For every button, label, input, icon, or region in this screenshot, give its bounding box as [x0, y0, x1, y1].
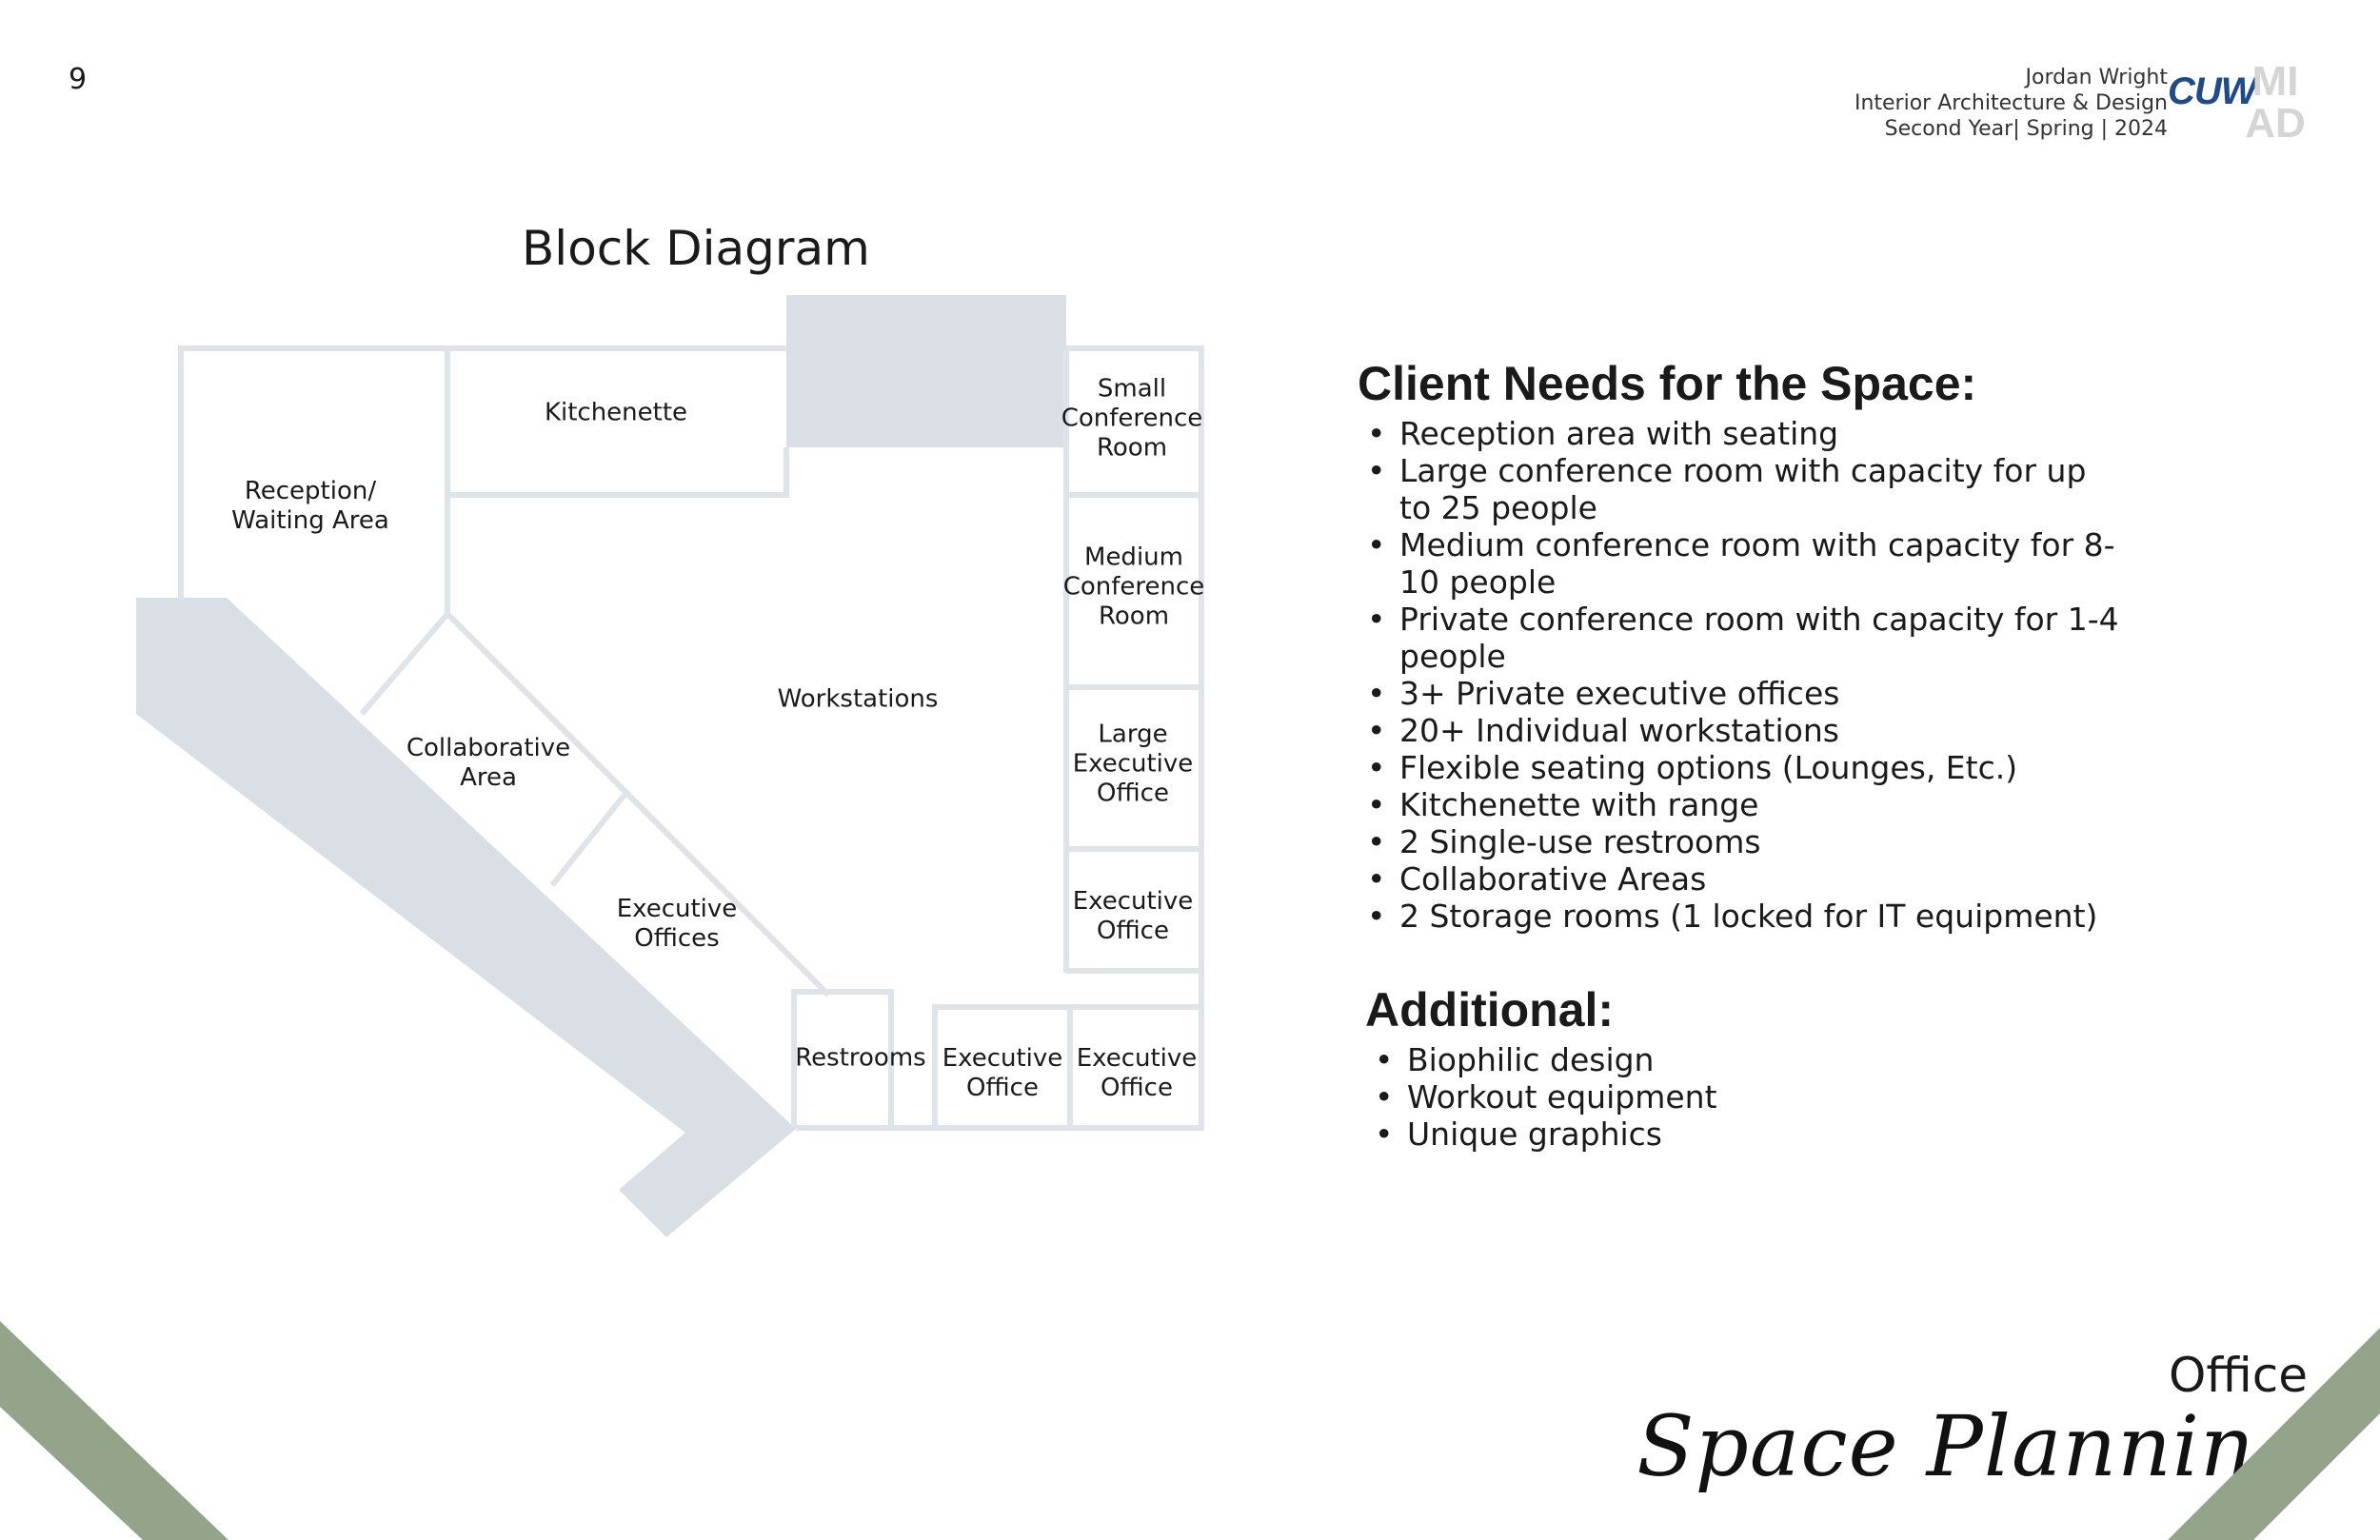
author-program: Interior Architecture & Design: [1854, 91, 2168, 115]
room-workstations: Workstations: [777, 684, 939, 714]
client-need-item: Large conference room with capacity for …: [1358, 452, 2119, 526]
client-need-item: 20+ Individual workstations: [1358, 712, 2119, 749]
diagram-shaded-corridor: [136, 598, 796, 1237]
client-needs-heading: Client Needs for the Space:: [1358, 357, 1977, 410]
footer-title: Space Planning: [1636, 1397, 2310, 1495]
client-need-item: Collaborative Areas: [1358, 860, 2119, 898]
client-need-item: Private conference room with capacity fo…: [1358, 601, 2119, 675]
author-term: Second Year| Spring | 2024: [1884, 117, 2168, 141]
client-needs-section: Client Needs for the Space: Reception ar…: [1358, 354, 2119, 935]
corner-stripe-left: [0, 1321, 228, 1540]
diagram-shaded-top: [786, 295, 1066, 447]
miad-logo-top: MI: [2251, 58, 2299, 105]
client-need-item: Reception area with seating: [1358, 415, 2119, 452]
client-need-item: Medium conference room with capacity for…: [1358, 526, 2119, 601]
miad-logo: MI AD: [2237, 61, 2313, 145]
corner-stripe-right: [2168, 1328, 2380, 1540]
client-needs-list: Reception area with seatingLarge confere…: [1358, 415, 2119, 935]
page-number: 9: [69, 63, 88, 96]
cuw-logo: CUW: [2168, 70, 2257, 112]
additional-section: Additional: Biophilic designWorkout equi…: [1365, 980, 2127, 1153]
client-need-item: Kitchenette with range: [1358, 786, 2119, 823]
additional-heading: Additional:: [1365, 983, 1615, 1037]
client-need-item: 2 Single-use restrooms: [1358, 823, 2119, 860]
additional-item: Biophilic design: [1365, 1041, 2127, 1078]
room-kitchenette: Kitchenette: [544, 398, 688, 427]
additional-item: Unique graphics: [1365, 1116, 2127, 1153]
client-need-item: 2 Storage rooms (1 locked for IT equipme…: [1358, 898, 2119, 935]
footer-subtitle: Office: [2169, 1348, 2308, 1403]
author-block: Jordan Wright Interior Architecture & De…: [1854, 65, 2168, 142]
room-restrooms: Restrooms: [795, 1043, 926, 1073]
diagram-title: Block Diagram: [522, 221, 870, 276]
author-name: Jordan Wright: [2025, 66, 2168, 89]
client-need-item: Flexible seating options (Lounges, Etc.): [1358, 749, 2119, 786]
additional-item: Workout equipment: [1365, 1078, 2127, 1116]
miad-logo-bottom: AD: [2245, 100, 2306, 147]
diagram-walls: [178, 346, 1204, 1131]
room-reception: Reception/Waiting Area: [231, 477, 389, 535]
additional-list: Biophilic designWorkout equipmentUnique …: [1365, 1041, 2127, 1153]
client-need-item: 3+ Private executive offices: [1358, 675, 2119, 712]
